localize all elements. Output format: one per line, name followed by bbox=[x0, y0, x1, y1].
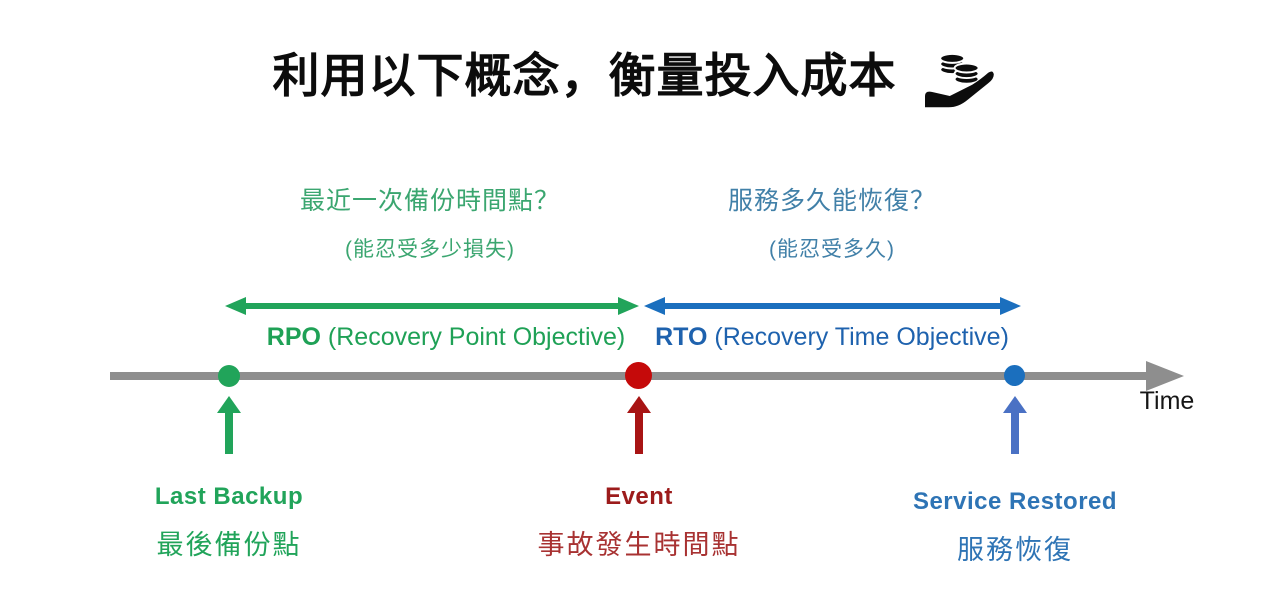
service-restored-label-en: Service Restored bbox=[912, 488, 1118, 515]
service-restored-label-zh: 服務恢復 bbox=[957, 535, 1073, 565]
up-arrowhead-icon bbox=[627, 396, 651, 413]
event-label-zh: 事故發生時間點 bbox=[537, 530, 741, 560]
event-dot bbox=[625, 362, 652, 389]
last-backup-pointer-arrow bbox=[217, 396, 241, 454]
event-label: Event 事故發生時間點 bbox=[479, 483, 799, 562]
rpo-question: 最近一次備份時間點？ bbox=[299, 187, 560, 215]
title-row: 利用以下概念，衡量投入成本 bbox=[0, 44, 1269, 125]
arrowhead-left-icon bbox=[225, 297, 246, 315]
rpo-tolerance: (能忍受多少損失) bbox=[345, 238, 515, 261]
arrowhead-right-icon bbox=[1000, 297, 1021, 315]
last-backup-label: Last Backup 最後備份點 bbox=[69, 483, 389, 562]
rto-abbr: RTO bbox=[655, 323, 708, 351]
last-backup-label-zh: 最後備份點 bbox=[156, 530, 302, 560]
arrow-shaft bbox=[635, 413, 643, 454]
rto-full-name: (Recovery Time Objective) bbox=[714, 323, 1009, 351]
rpo-label: RPO (Recovery Point Objective) bbox=[236, 323, 656, 352]
arrowhead-left-icon bbox=[644, 297, 665, 315]
up-arrowhead-icon bbox=[1003, 396, 1027, 413]
arrow-shaft bbox=[1011, 413, 1019, 454]
service-restored-label: Service Restored 服務恢復 bbox=[855, 488, 1175, 567]
last-backup-dot bbox=[218, 365, 240, 387]
rpo-abbr: RPO bbox=[266, 323, 321, 351]
last-backup-label-en: Last Backup bbox=[154, 483, 304, 510]
service-restored-pointer-arrow bbox=[1003, 396, 1027, 454]
time-axis-label: Time bbox=[1139, 387, 1195, 415]
arrowhead-right-icon bbox=[618, 297, 639, 315]
service-restored-dot bbox=[1004, 365, 1025, 386]
rto-question: 服務多久能恢復？ bbox=[727, 187, 936, 215]
rto-label: RTO (Recovery Time Objective) bbox=[622, 323, 1042, 352]
rto-question-block: 服務多久能恢復？ (能忍受多久) bbox=[632, 181, 1032, 263]
page-title: 利用以下概念，衡量投入成本 bbox=[272, 49, 897, 102]
arrow-shaft bbox=[225, 413, 233, 454]
coins-in-hand-icon bbox=[917, 44, 997, 125]
up-arrowhead-icon bbox=[217, 396, 241, 413]
rpo-question-block: 最近一次備份時間點？ (能忍受多少損失) bbox=[230, 181, 630, 263]
rto-tolerance: (能忍受多久) bbox=[769, 238, 895, 261]
event-pointer-arrow bbox=[627, 396, 651, 454]
rpo-span-arrow bbox=[225, 297, 639, 315]
rto-span-arrow bbox=[644, 297, 1021, 315]
rpo-full-name: (Recovery Point Objective) bbox=[327, 323, 626, 351]
event-label-en: Event bbox=[605, 483, 673, 510]
timeline-arrowhead-icon bbox=[1146, 361, 1184, 391]
